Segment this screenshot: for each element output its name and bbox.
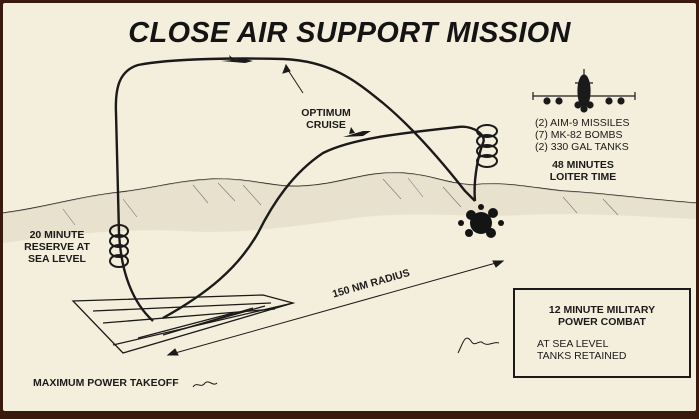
aircraft-return-icon <box>343 127 371 137</box>
combat-line-2: POWER COMBAT <box>558 316 646 328</box>
target-loiter-spiral <box>476 124 498 168</box>
combat-line-4: TANKS RETAINED <box>537 350 627 362</box>
weapons-line-3: (2) 330 GAL TANKS <box>535 141 629 153</box>
target-explosion-icon <box>458 204 504 238</box>
optimum-cruise-label: OPTIMUM CRUISE <box>291 107 361 131</box>
aircraft-cruise-icon <box>221 55 253 63</box>
reserve-line-3: SEA LEVEL <box>28 253 86 265</box>
radius-dimension <box>166 260 505 356</box>
reserve-line-1: 20 MINUTE <box>29 229 85 241</box>
flight-path-return <box>162 125 485 320</box>
mission-illustration <box>3 55 696 388</box>
weapons-line-2: (7) MK-82 BOMBS <box>535 129 623 141</box>
page-title: CLOSE AIR SUPPORT MISSION <box>128 17 571 49</box>
loiter-line-1: 48 MINUTES <box>552 159 614 171</box>
cruise-arrow <box>282 63 304 94</box>
optimum-cruise-line-1: OPTIMUM <box>301 107 351 119</box>
combat-box: 12 MINUTE MILITARY POWER COMBAT AT SEA L… <box>513 288 691 378</box>
takeoff-label: MAXIMUM POWER TAKEOFF <box>33 377 179 389</box>
terrain-shading <box>3 172 696 243</box>
reserve-label: 20 MINUTE RESERVE AT SEA LEVEL <box>17 229 97 265</box>
weapons-line-1: (2) AIM-9 MISSILES <box>535 117 630 129</box>
scribble-bottom-left <box>192 381 218 388</box>
combat-line-1: 12 MINUTE MILITARY <box>548 304 656 316</box>
runway <box>71 294 296 354</box>
reserve-line-2: RESERVE AT <box>24 241 90 253</box>
aircraft-front-view-icon <box>532 69 636 113</box>
scribble-bottom-right <box>457 337 500 354</box>
combat-detail: AT SEA LEVEL TANKS RETAINED <box>537 338 687 362</box>
combat-line-3: AT SEA LEVEL <box>537 338 609 350</box>
diagram-card: CLOSE AIR SUPPORT MISSION OPTIMUM CRUISE… <box>3 3 696 411</box>
loiter-time-label: 48 MINUTES LOITER TIME <box>533 159 633 183</box>
reserve-loiter-spiral <box>109 224 129 268</box>
weapons-load-label: (2) AIM-9 MISSILES (7) MK-82 BOMBS (2) 3… <box>535 117 685 153</box>
combat-title: 12 MINUTE MILITARY POWER COMBAT <box>515 304 689 328</box>
optimum-cruise-line-2: CRUISE <box>306 119 346 131</box>
loiter-line-2: LOITER TIME <box>549 171 617 183</box>
terrain-hatching <box>62 177 619 226</box>
